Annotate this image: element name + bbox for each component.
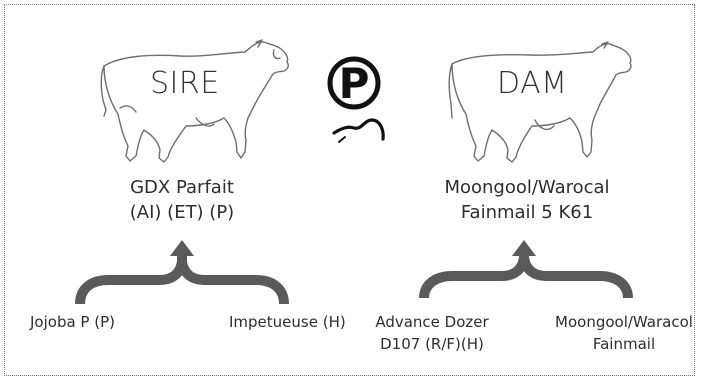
bull-icon <box>100 39 289 163</box>
sire-name: GDX Parfait (AI) (ET) (P) <box>92 175 272 225</box>
pedigree-frame <box>4 4 695 376</box>
dam-name-line: Fainmail 5 K61 <box>460 202 594 223</box>
dam-granddam: Moongool/Waracol Fainmail <box>554 311 694 355</box>
dam-label: DAM <box>497 66 568 101</box>
dam-grandsire-line: D107 (R/F)(H) <box>380 335 484 353</box>
svg-text:P: P <box>339 59 370 108</box>
dam-granddam-line: Moongool/Waracol <box>555 313 693 331</box>
sire-granddam: Impetueuse (H) <box>229 313 346 331</box>
dam-name: Moongool/Warocal Fainmail 5 K61 <box>422 175 632 225</box>
sire-bracket-arrow <box>75 250 289 305</box>
sire-arrow-head <box>170 240 194 256</box>
polled-p-symbol: P <box>327 56 385 143</box>
dam-granddam-line: Fainmail <box>592 335 656 353</box>
sire-grandsire: Jojoba P (P) <box>30 313 115 331</box>
dam-name-line: Moongool/Warocal <box>444 177 610 198</box>
cow-icon <box>448 41 632 163</box>
dam-arrow-head <box>512 240 536 256</box>
dam-grandsire: Advance Dozer D107 (R/F)(H) <box>370 311 494 355</box>
sire-name-line: GDX Parfait <box>130 177 234 198</box>
dam-bracket-arrow <box>419 250 633 299</box>
sire-name-line: (AI) (ET) (P) <box>129 202 235 223</box>
dam-grandsire-line: Advance Dozer <box>375 313 489 331</box>
sire-label: SIRE <box>150 66 220 101</box>
